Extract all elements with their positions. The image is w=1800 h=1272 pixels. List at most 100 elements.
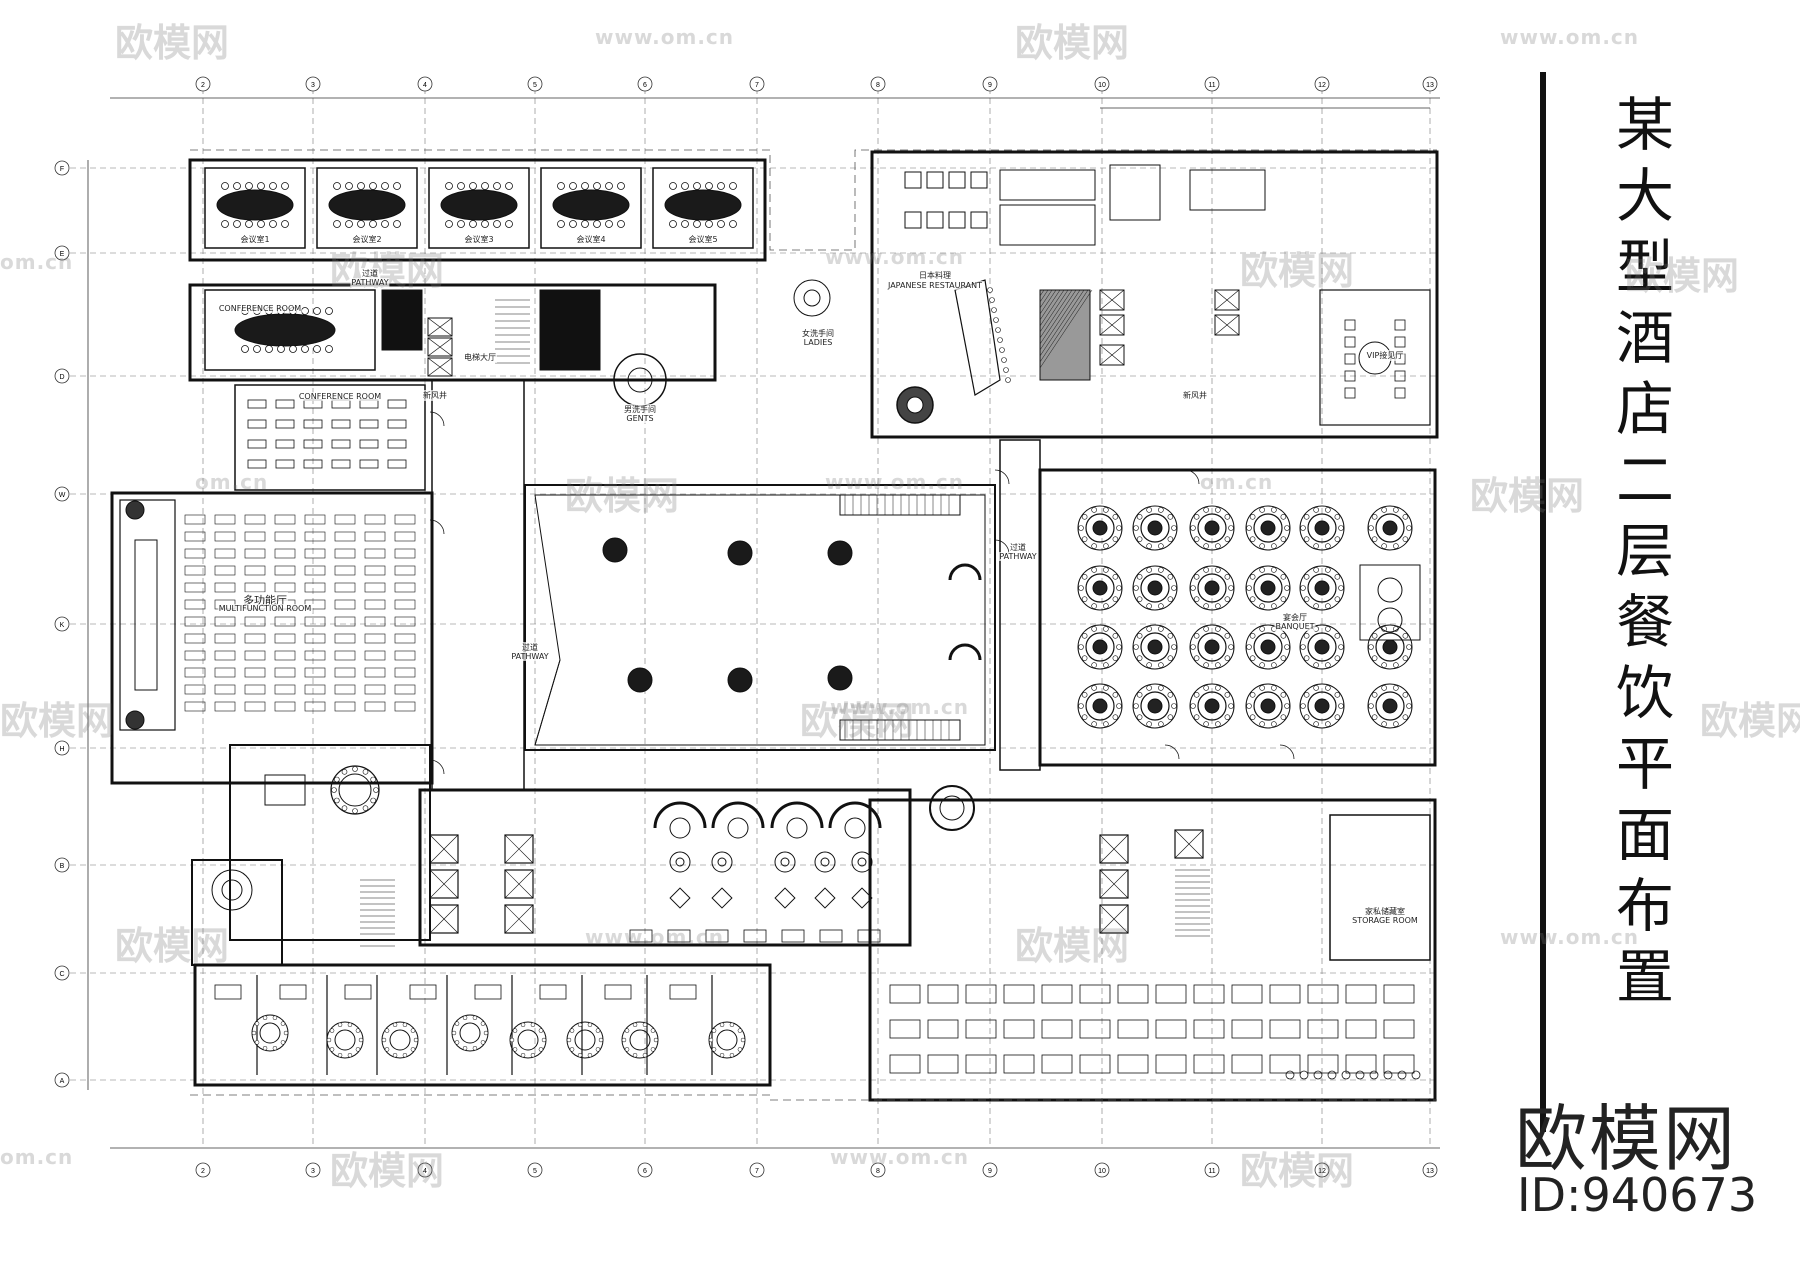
kitchen-equipment <box>1307 984 1339 1004</box>
kitchen-burner <box>1285 1070 1295 1080</box>
head-table <box>1359 564 1421 641</box>
chair <box>681 220 689 228</box>
grid-bubble <box>1094 76 1110 92</box>
bar-stool <box>989 297 995 303</box>
booth-table <box>727 817 749 839</box>
theater-seat-row <box>274 701 296 712</box>
banquet-chair <box>1259 543 1265 549</box>
dining-table-center <box>675 857 685 867</box>
chair <box>369 220 377 228</box>
elevator-cross <box>504 834 534 864</box>
desk <box>247 399 267 409</box>
grid-bubble <box>637 1162 653 1178</box>
theater-seat-row <box>304 582 326 593</box>
private-room-table <box>259 1022 281 1044</box>
elevator-cross <box>429 869 459 899</box>
banquet-chair <box>1167 714 1174 720</box>
chair <box>569 182 577 190</box>
grid-row-label: B <box>60 863 65 870</box>
chair <box>632 1022 638 1028</box>
cafe-table <box>970 211 988 229</box>
conference-room-outline <box>204 167 306 249</box>
chair <box>621 1037 627 1043</box>
banquet-chair <box>1224 692 1231 698</box>
title-divider <box>1540 72 1546 1132</box>
theater-seat-row <box>364 650 386 661</box>
banquet-chair <box>1081 536 1088 542</box>
grid-column-label: 11 <box>1208 1168 1215 1175</box>
square-dining-table <box>669 887 691 909</box>
theater-seat-row <box>214 514 236 525</box>
theater-seat-row <box>244 548 266 559</box>
theater-seat-row <box>184 531 206 542</box>
chair <box>281 220 289 228</box>
grid-column-label: 9 <box>988 82 992 89</box>
banquet-table <box>1253 573 1283 603</box>
chair <box>345 220 353 228</box>
title-char: 面 <box>1615 801 1674 869</box>
banquet-chair <box>1280 714 1287 720</box>
banquet-chair <box>1215 721 1221 727</box>
private-room-table <box>221 879 243 901</box>
banquet-table-center <box>1260 580 1276 596</box>
banquet-chair <box>1215 626 1221 632</box>
grid-bubble <box>54 245 70 261</box>
room-label: 会议室5 <box>687 234 719 245</box>
banquet-chair <box>1271 603 1277 609</box>
door-swing <box>429 411 445 427</box>
banquet-chair <box>1112 655 1119 661</box>
banquet-chair <box>1091 603 1097 609</box>
door-swing <box>1279 744 1295 760</box>
grid-column-label: 10 <box>1098 82 1106 89</box>
banquet-chair <box>1371 692 1378 698</box>
banquet-chair <box>1325 567 1331 573</box>
room-label: 会议室2 <box>351 234 383 245</box>
kitchen-burner <box>1411 1070 1421 1080</box>
grid-column-label: 2 <box>201 1168 205 1175</box>
booth-table <box>786 817 808 839</box>
restaurant-booth-row <box>999 204 1096 246</box>
bar-stool <box>991 307 997 313</box>
banquet-chair <box>1112 536 1119 542</box>
theater-seat-row <box>214 582 236 593</box>
theater-seat-row <box>394 582 416 593</box>
banquet-table-center <box>1092 520 1108 536</box>
banquet-table-outer <box>1367 683 1413 729</box>
title-char: 型 <box>1615 233 1674 301</box>
theater-seat-row <box>364 531 386 542</box>
grid-column-label: 4 <box>423 82 427 89</box>
banquet-chair <box>1215 543 1221 549</box>
grid-bubble <box>417 76 433 92</box>
banquet-table-outer <box>1367 624 1413 670</box>
desk <box>303 459 323 469</box>
room-label: PATHWAY <box>998 552 1038 561</box>
lounge-room-wall <box>229 744 431 941</box>
conference-table <box>328 189 406 221</box>
theater-seat-row <box>244 514 266 525</box>
theater-seat-row <box>394 667 416 678</box>
elevator-car <box>429 834 459 864</box>
vip-sofa <box>1344 387 1356 399</box>
banquet-chair <box>1280 655 1287 661</box>
chair <box>729 1022 735 1028</box>
banquet-chair <box>1091 543 1097 549</box>
banquet-chair <box>1133 585 1139 591</box>
room-label: GENTS <box>625 414 655 423</box>
chair <box>711 1047 717 1052</box>
sofa <box>539 984 567 1000</box>
grid-column-label: 2 <box>201 82 205 89</box>
theater-seat-row <box>184 684 206 695</box>
grid-bubble <box>1204 76 1220 92</box>
cafe-table <box>948 171 966 189</box>
room-label: 会议室3 <box>463 234 495 245</box>
atrium-chandelier <box>627 667 653 693</box>
vip-sofa <box>1394 370 1406 382</box>
desk <box>247 419 267 429</box>
private-room-table <box>326 1021 364 1059</box>
cafe-table <box>926 211 944 229</box>
banquet-chair <box>1300 525 1306 531</box>
elevator-car <box>1099 289 1125 311</box>
banquet-chair <box>1215 603 1221 609</box>
banquet-chair <box>1313 721 1319 727</box>
banquet-chair <box>1081 514 1088 520</box>
